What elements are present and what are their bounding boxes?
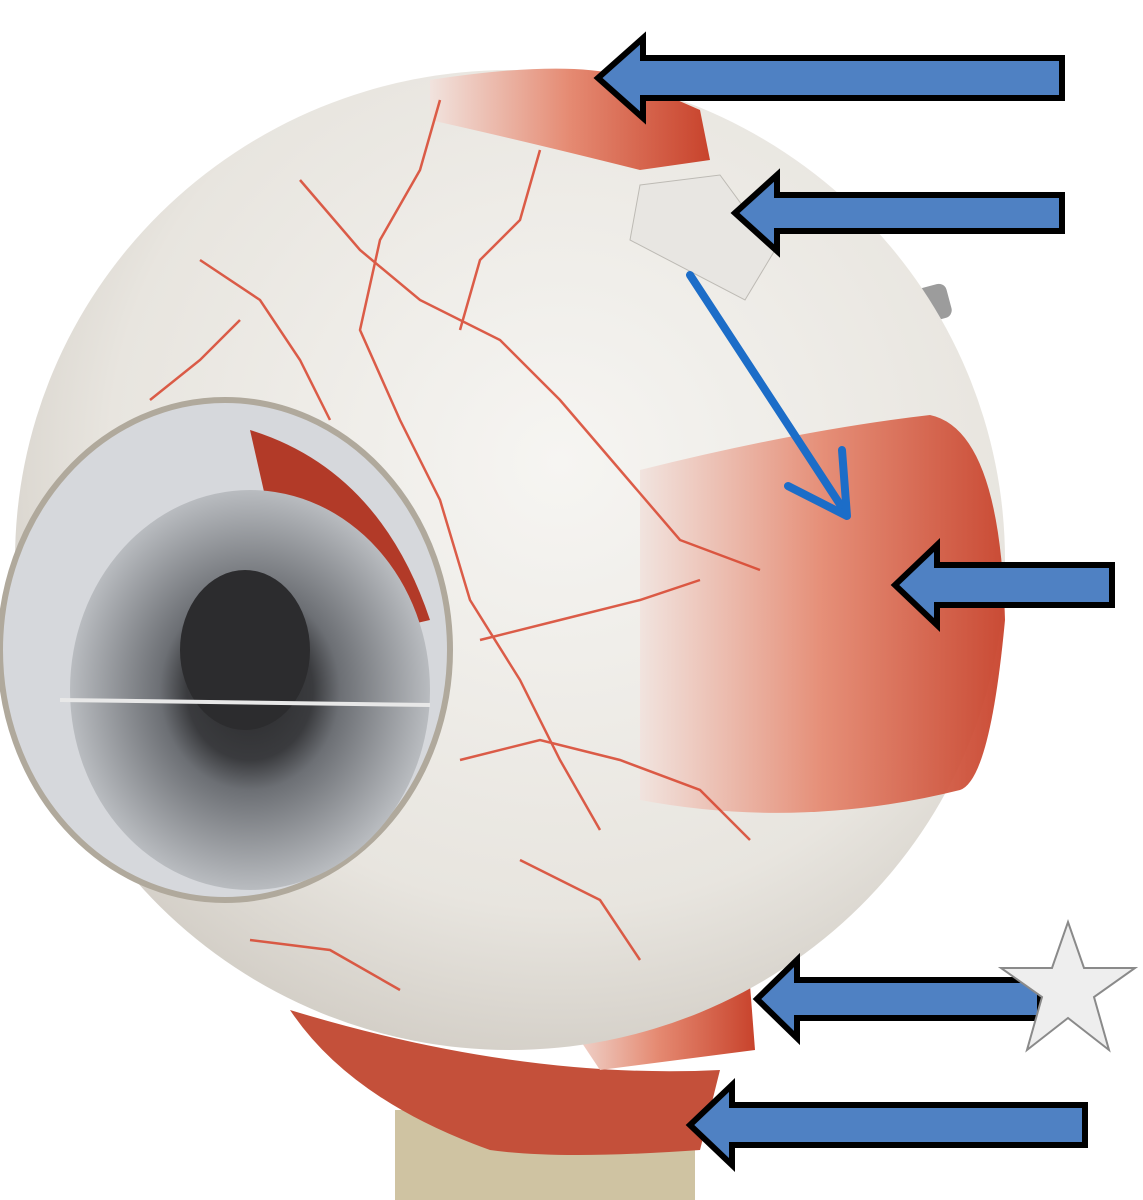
pupil <box>180 570 310 730</box>
star-marker <box>997 918 1139 1053</box>
lens-edge <box>59 698 431 707</box>
blood-vessels <box>149 99 761 992</box>
arrow-1-label-arrow <box>593 31 1065 125</box>
arrow-2-label-arrow <box>730 168 1065 258</box>
lateral-rectus-muscle <box>640 415 1005 813</box>
arrow-4-label-arrow <box>752 952 1043 1046</box>
arrow-3-label-arrow <box>890 538 1115 632</box>
pointer-line-arrow <box>686 271 851 520</box>
arrow-5-label-arrow <box>685 1078 1088 1172</box>
inferior-oblique-muscle <box>290 1010 720 1155</box>
